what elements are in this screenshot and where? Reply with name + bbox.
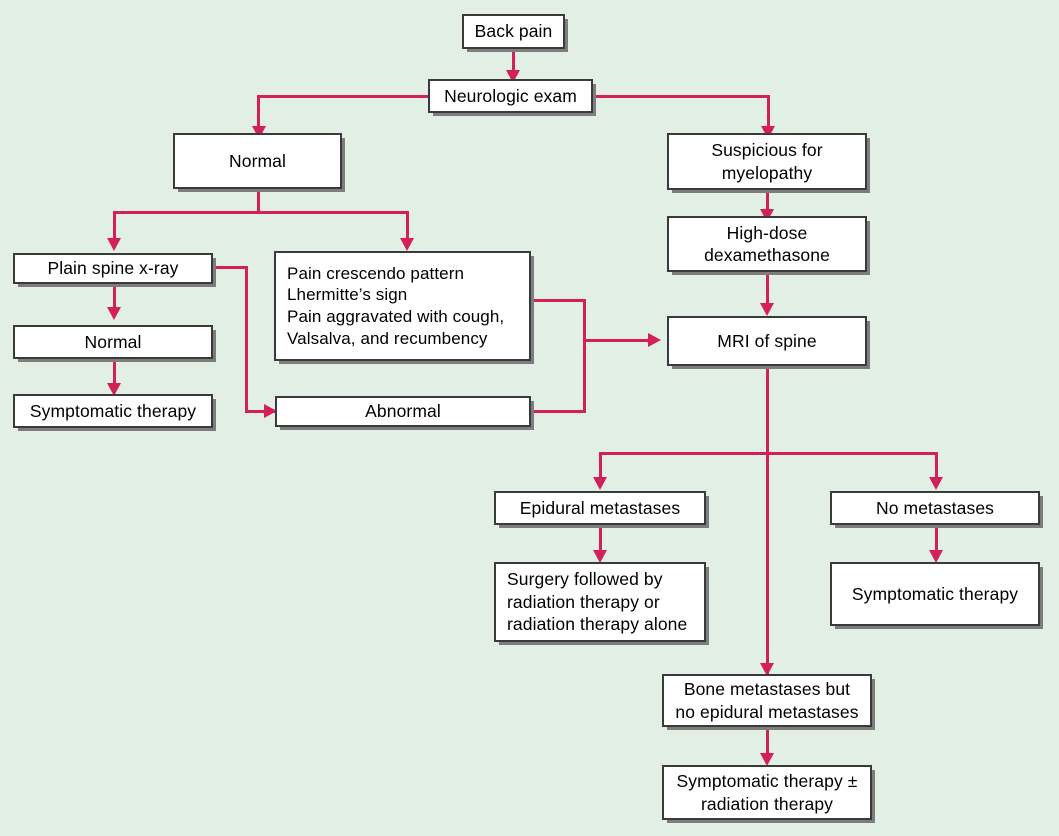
node-bone-metastases[interactable]: Bone metastases but no epidural metastas… [662,674,872,727]
node-neurologic-exam[interactable]: Neurologic exam [428,79,593,113]
connector-mri-split-bus [599,452,938,455]
node-epidural-metastases[interactable]: Epidural metastases [494,491,706,525]
node-abnormal[interactable]: Abnormal [275,396,531,427]
connector-normal-down [257,188,260,213]
node-normal-exam[interactable]: Normal [173,133,342,189]
connector-xray-to-abnormal-top [213,266,248,269]
connector-normal-to-symptomatic [113,359,116,387]
arrowhead-normal-to-redflags [400,238,414,251]
arrowhead-bone-to-symptomatic [760,753,774,766]
connector-xray-to-abnormal-vertical [245,266,248,412]
connector-backpain-to-exam [512,48,515,75]
connector-xray-to-abnormal-bottom [245,410,275,413]
node-symptomatic-therapy-radiation[interactable]: Symptomatic therapy ± radiation therapy [662,765,872,820]
connector-mri-down [766,366,769,680]
connector-dexamethasone-to-mri [766,271,769,309]
connector-merge-vertical [583,299,586,412]
node-mri-of-spine[interactable]: MRI of spine [667,316,867,366]
connector-xray-to-normal [113,283,116,311]
node-high-dose-dexamethasone[interactable]: High-dose dexamethasone [667,216,867,272]
arrowhead-normal-to-symptomatic [107,383,121,396]
arrowhead-nometastases-to-symptomatic [929,550,943,563]
connector-exam-right-horizontal [592,95,770,98]
node-surgery-followed-by[interactable]: Surgery followed by radiation therapy or… [494,562,706,642]
connector-myelopathy-to-dexamethasone [766,189,769,215]
arrowhead-epidural-to-surgery [593,550,607,563]
connector-mri-to-nometastases [935,452,938,484]
arrowhead-mri-to-bone [760,663,774,676]
connector-mri-to-epidural [599,452,602,484]
arrowhead-normal-to-xray [107,238,121,251]
node-suspicious-for-myelopathy[interactable]: Suspicious for myelopathy [667,133,867,190]
connector-redflags-to-merge [530,299,585,302]
node-plain-spine-xray[interactable]: Plain spine x-ray [13,253,213,284]
arrowhead-xray-to-abnormal [264,404,277,418]
node-no-metastases[interactable]: No metastases [830,491,1040,525]
connector-normal-to-redflags [406,211,409,244]
connector-normal-to-xray [113,211,116,244]
node-xray-normal[interactable]: Normal [13,325,213,359]
arrowhead-merge-to-mri [648,333,661,347]
connector-exam-right-vertical [767,95,770,135]
connector-abnormal-to-merge [530,410,586,413]
arrowhead-xray-to-normal [107,307,121,320]
arrowhead-mri-to-epidural [593,477,607,490]
connector-bone-to-symptomatic [766,727,769,761]
arrowhead-dexamethasone-to-mri [760,303,774,316]
node-back-pain[interactable]: Back pain [462,14,565,49]
connector-nometastases-to-symptomatic [935,525,938,557]
connector-exam-left-horizontal [257,95,432,98]
connector-normal-bus [113,211,409,214]
node-symptomatic-therapy-right[interactable]: Symptomatic therapy [830,562,1040,626]
node-red-flags[interactable]: Pain crescendo pattern Lhermitte’s sign … [274,251,531,361]
connector-exam-left-vertical [257,95,260,135]
arrowhead-mri-to-nometastases [929,477,943,490]
connector-merge-to-mri [583,339,650,342]
connector-epidural-to-surgery [599,525,602,557]
node-symptomatic-therapy-left[interactable]: Symptomatic therapy [13,394,213,428]
